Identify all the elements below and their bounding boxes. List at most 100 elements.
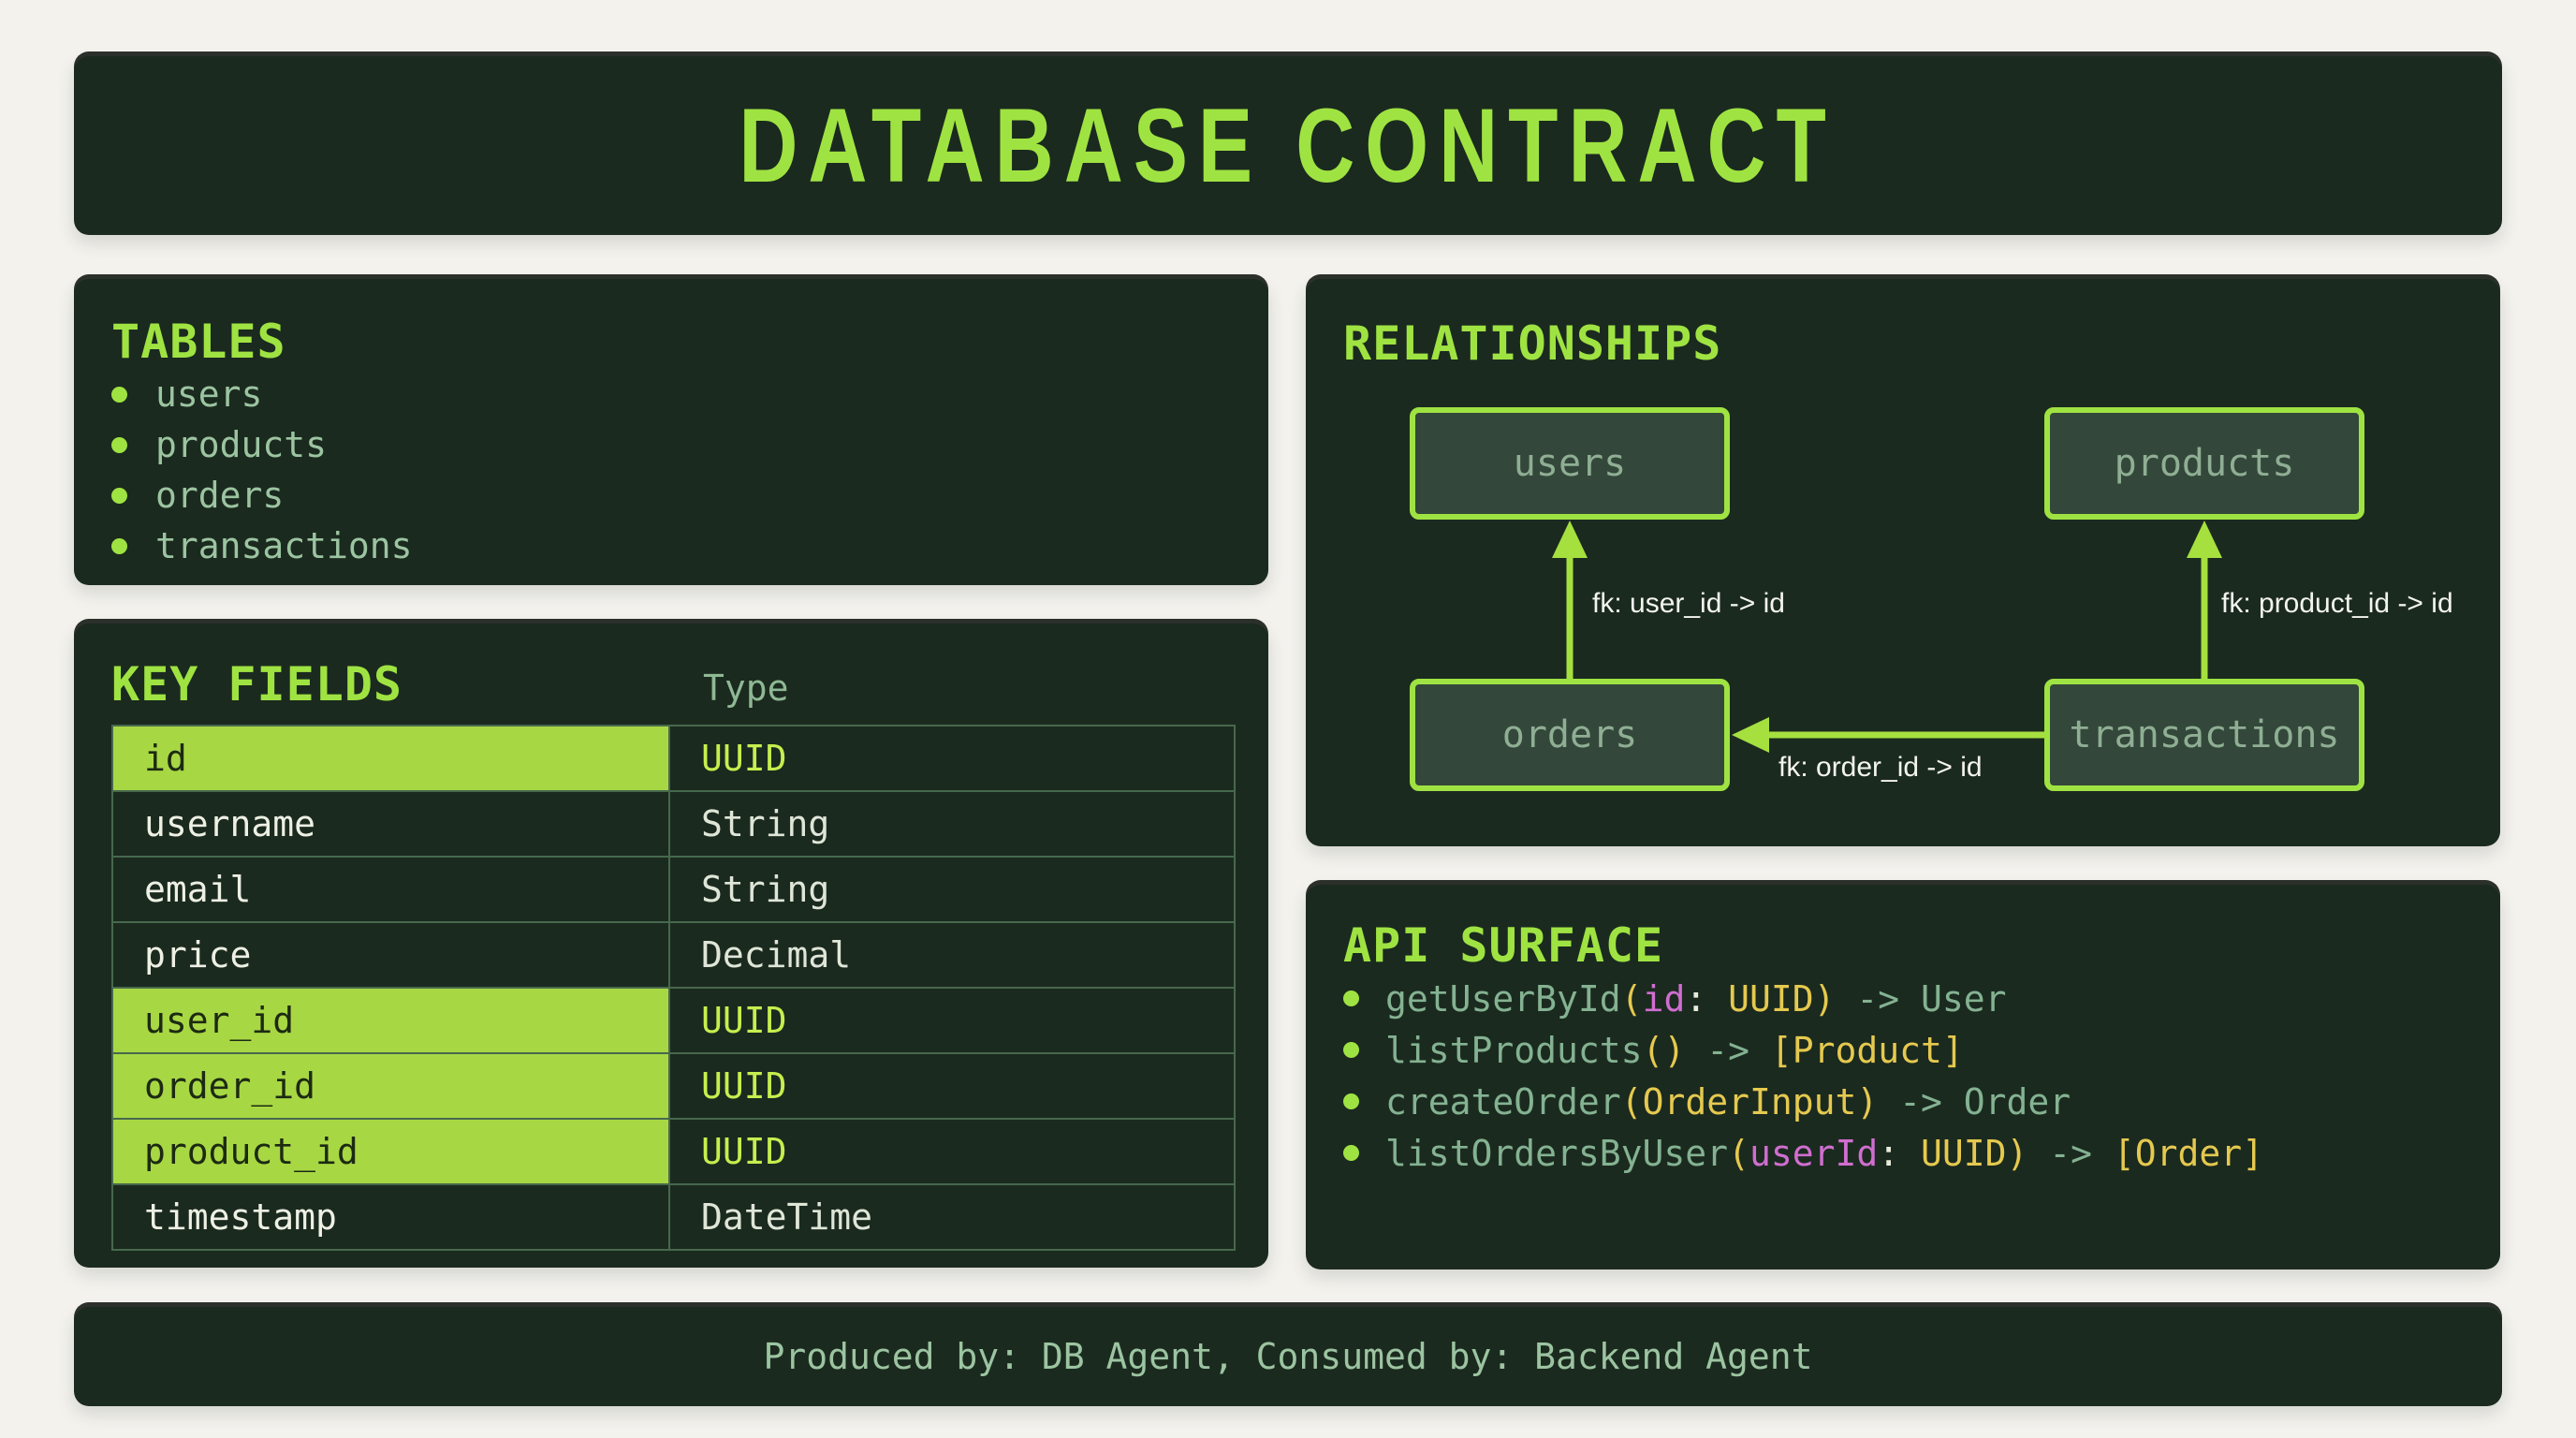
table-row: product_id UUID	[113, 1118, 1234, 1183]
code-token: userId	[1749, 1132, 1879, 1174]
code-token: UUID	[1920, 1132, 2007, 1174]
code-token: ->	[1878, 1080, 1964, 1123]
code-token: createOrder	[1385, 1080, 1621, 1123]
page-title: DATABASE CONTRACT	[739, 87, 1837, 204]
table-row: user_id UUID	[113, 987, 1234, 1052]
content-columns: TABLES users products orders transactions K…	[74, 279, 2502, 1269]
code-token: )	[1813, 977, 1836, 1020]
table-row: order_id UUID	[113, 1052, 1234, 1118]
code-token: Order	[1963, 1080, 2071, 1123]
code-token: ()	[1642, 1029, 1686, 1071]
tables-title: TABLES	[111, 315, 286, 369]
table-row: username String	[113, 790, 1234, 856]
code-token: id	[1642, 977, 1686, 1020]
method-signature: createOrder(OrderInput) -> Order	[1385, 1081, 2071, 1123]
api-surface-panel: API SURFACE getUserById(id: UUID) -> Use…	[1306, 885, 2500, 1269]
field-name-cell: order_id	[113, 1054, 670, 1118]
table-name: transactions	[155, 525, 413, 566]
left-column: TABLES users products orders transactions K…	[74, 279, 1268, 1269]
arrowhead-left-orders-icon	[1732, 717, 1769, 753]
code-token: ->	[1835, 977, 1922, 1020]
code-token: ->	[1685, 1029, 1771, 1071]
tables-list-item: orders	[111, 470, 1231, 521]
tables-panel: TABLES users products orders transactions	[74, 279, 1268, 585]
api-method: listProducts() -> [Product]	[1343, 1024, 2463, 1076]
relationship-arrows	[1552, 521, 2222, 753]
table-row: email String	[113, 856, 1234, 921]
key-fields-header: KEY FIELDS Type	[111, 657, 1231, 712]
node-orders: orders	[1410, 679, 1730, 791]
fk-label-product-id: fk: product_id -> id	[2221, 588, 2453, 619]
bullet-icon	[1343, 1042, 1359, 1058]
code-token: )	[2006, 1132, 2028, 1174]
table-name: orders	[155, 475, 285, 516]
code-token: OrderInput	[1642, 1080, 1857, 1123]
footer-bar: Produced by: DB Agent, Consumed by: Back…	[74, 1307, 2502, 1406]
bullet-icon	[111, 386, 127, 403]
field-name-cell: email	[113, 858, 670, 921]
table-row: id UUID	[113, 726, 1234, 790]
field-name-cell: price	[113, 923, 670, 987]
method-signature: listOrdersByUser(userId: UUID) -> [Order…	[1385, 1133, 2263, 1174]
relationships-title: RELATIONSHIPS	[1343, 316, 1722, 371]
node-products: products	[2044, 407, 2364, 520]
api-method: getUserById(id: UUID) -> User	[1343, 973, 2463, 1024]
code-token: [Order]	[2113, 1132, 2264, 1174]
field-name-cell: timestamp	[113, 1185, 670, 1249]
api-method: listOrdersByUser(userId: UUID) -> [Order…	[1343, 1127, 2463, 1179]
code-token: listOrdersByUser	[1385, 1132, 1729, 1174]
tables-list-item: transactions	[111, 521, 1231, 571]
code-token: listProducts	[1385, 1029, 1643, 1071]
footer-text: Produced by: DB Agent, Consumed by: Back…	[763, 1336, 1813, 1377]
tables-list-item: products	[111, 419, 1231, 470]
tables-list: users products orders transactions	[111, 369, 1231, 571]
field-type-cell: UUID	[701, 738, 787, 779]
field-name-cell: id	[113, 726, 670, 790]
arrowhead-up-users-icon	[1552, 521, 1588, 558]
field-type-cell: UUID	[701, 1131, 787, 1172]
code-token: (	[1728, 1132, 1749, 1174]
code-token: getUserById	[1385, 977, 1621, 1020]
method-signature: listProducts() -> [Product]	[1385, 1030, 1964, 1071]
table-name: products	[155, 424, 328, 465]
code-token: [Product]	[1770, 1029, 1964, 1071]
tables-list-item: users	[111, 369, 1231, 419]
field-type-cell: UUID	[701, 1000, 787, 1041]
field-name-cell: user_id	[113, 989, 670, 1052]
method-signature: getUserById(id: UUID) -> User	[1385, 978, 2007, 1020]
table-row: price Decimal	[113, 921, 1234, 987]
page-title-wrap: DATABASE CONTRACT	[584, 85, 1991, 206]
fk-label-order-id: fk: order_id -> id	[1778, 752, 1983, 783]
bullet-icon	[1343, 990, 1359, 1006]
bullet-icon	[111, 436, 127, 453]
field-type-cell: Decimal	[701, 934, 852, 976]
code-token: (	[1620, 1080, 1643, 1123]
relationships-panel: RELATIONSHIPS users products orders tran…	[1306, 279, 2500, 846]
field-type-cell: String	[701, 869, 830, 910]
field-type-cell: String	[701, 803, 830, 844]
arrowhead-up-products-icon	[2187, 521, 2222, 558]
bullet-icon	[1343, 1145, 1359, 1161]
code-token: UUID	[1728, 977, 1814, 1020]
field-name-cell: username	[113, 792, 670, 856]
code-token: )	[1856, 1080, 1879, 1123]
key-fields-title: KEY FIELDS	[111, 657, 403, 712]
api-method-list: getUserById(id: UUID) -> User listProduct…	[1343, 973, 2463, 1179]
node-users: users	[1410, 407, 1730, 520]
node-transactions: transactions	[2044, 679, 2364, 791]
code-token: ->	[2027, 1132, 2114, 1174]
type-column-header: Type	[703, 668, 789, 709]
code-token: User	[1921, 977, 2007, 1020]
bullet-icon	[111, 537, 127, 554]
table-name: users	[155, 374, 263, 415]
api-surface-title: API SURFACE	[1343, 918, 1664, 973]
field-type-cell: UUID	[701, 1065, 787, 1107]
right-column: RELATIONSHIPS users products orders tran…	[1306, 279, 2500, 1269]
title-bar: DATABASE CONTRACT	[74, 56, 2502, 235]
field-name-cell: product_id	[113, 1120, 670, 1183]
bullet-icon	[111, 487, 127, 504]
